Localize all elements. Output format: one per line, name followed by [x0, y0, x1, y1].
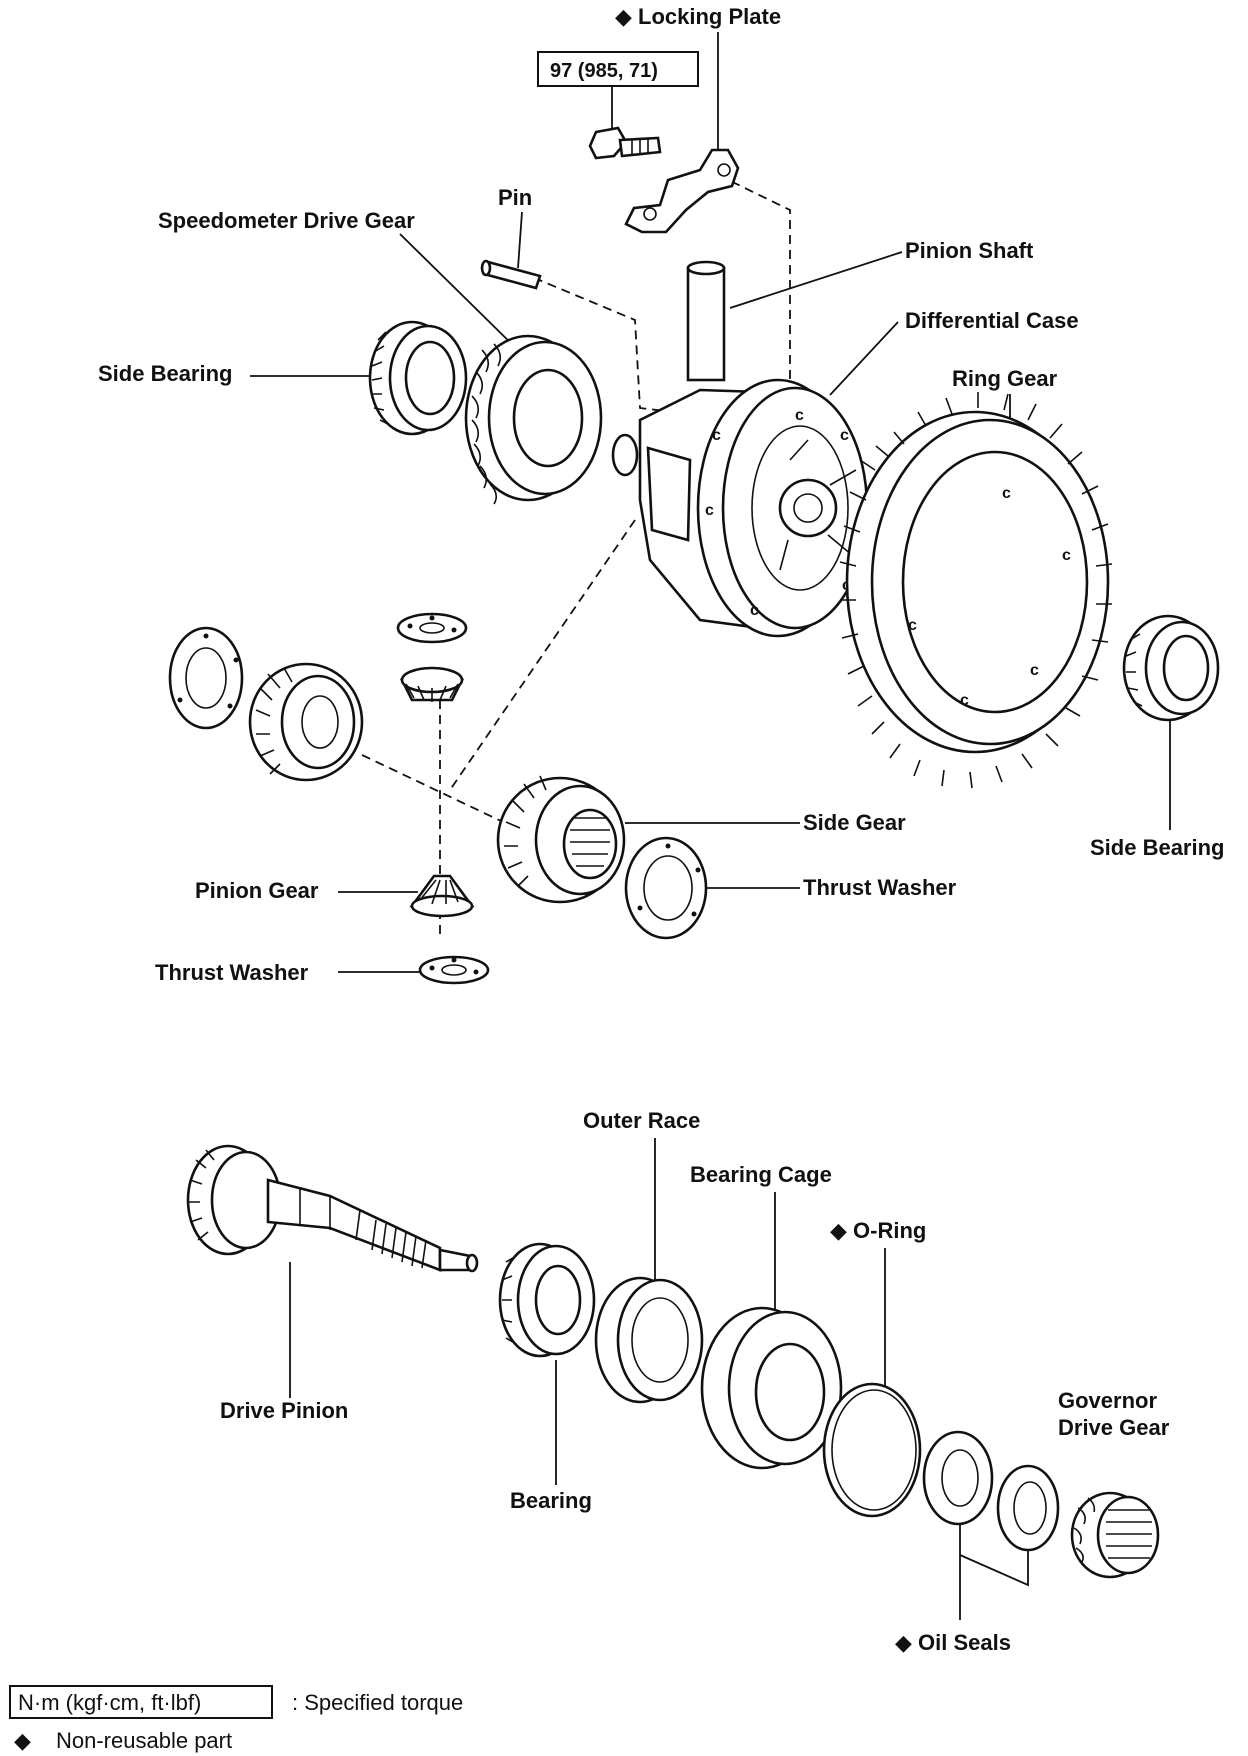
svg-text:c: c [1002, 485, 1011, 502]
label-bearing: Bearing [510, 1488, 592, 1513]
svg-text:c: c [908, 617, 917, 634]
bearing-cage [700, 1306, 843, 1470]
label-bearing-cage: Bearing Cage [690, 1162, 832, 1187]
o-ring [822, 1382, 922, 1518]
label-governor: Governor [1058, 1388, 1157, 1413]
svg-text:c: c [840, 427, 849, 444]
label-outer-race: Outer Race [583, 1108, 700, 1133]
thrust-washer-bottom [418, 955, 490, 985]
label-side-bearing-right: Side Bearing [1090, 835, 1224, 860]
pinion-gear-bottom [409, 874, 475, 918]
thrust-washer-top [396, 612, 468, 644]
side-gear-right [496, 775, 626, 904]
bolt [588, 126, 662, 160]
label-drive-gear: Drive Gear [1058, 1415, 1170, 1440]
svg-text:c: c [1062, 547, 1071, 564]
pinion-gear-top [399, 666, 465, 702]
legend: N·m (kgf·cm, ft·lbf) : Specified torque … [9, 1685, 463, 1753]
oil-seal-2 [996, 1464, 1060, 1552]
torque-box [537, 51, 699, 87]
drive-pinion [186, 1144, 479, 1273]
side-gear-left [248, 662, 364, 782]
bearing [498, 1242, 596, 1358]
svg-text:c: c [960, 692, 969, 709]
label-side-gear: Side Gear [803, 810, 906, 835]
pinion-shaft [686, 260, 726, 382]
label-oil-seals: ◆ Oil Seals [895, 1630, 1011, 1655]
label-torque-value: 97 (985, 71) [550, 60, 658, 82]
svg-text:c: c [750, 602, 759, 619]
legend-nonreusable-desc: Non-reusable part [56, 1728, 232, 1753]
speedometer-drive-gear [464, 334, 603, 505]
svg-text:c: c [705, 502, 714, 519]
pin [480, 259, 542, 290]
leader-lines [250, 32, 1171, 1620]
label-thrust-washer-right: Thrust Washer [803, 875, 957, 900]
locking-plate [624, 148, 740, 234]
label-o-ring: ◆ O-Ring [830, 1218, 926, 1243]
legend-nonreusable-symbol: ◆ [14, 1728, 31, 1753]
label-locking-plate: ◆ Locking Plate [615, 4, 781, 29]
label-drive-pinion: Drive Pinion [220, 1398, 348, 1423]
side-bearing-right [1122, 614, 1220, 722]
ring-gear: c c c c c [839, 392, 1113, 789]
oil-seal-1 [922, 1430, 994, 1526]
svg-text:c: c [1030, 662, 1039, 679]
thrust-washer-side-left [168, 626, 244, 730]
outer-race [594, 1276, 704, 1404]
legend-torque-box-text: N·m (kgf·cm, ft·lbf) [18, 1690, 201, 1715]
label-pin: Pin [498, 185, 532, 210]
label-side-bearing-left: Side Bearing [98, 361, 232, 386]
differential-case: c c c c c c c [611, 378, 869, 638]
side-bearing-left [368, 320, 468, 436]
label-pinion-shaft: Pinion Shaft [905, 238, 1034, 263]
governor-drive-gear [1070, 1491, 1160, 1579]
label-pinion-gear: Pinion Gear [195, 878, 319, 903]
thrust-washer-side-right [624, 836, 708, 940]
legend-torque-desc: : Specified torque [292, 1690, 463, 1715]
label-differential-case: Differential Case [905, 308, 1079, 333]
label-speedometer-drive-gear: Speedometer Drive Gear [158, 208, 415, 233]
legend-torque-box [9, 1685, 273, 1719]
svg-text:c: c [795, 407, 804, 424]
label-thrust-washer-left: Thrust Washer [155, 960, 309, 985]
label-ring-gear: Ring Gear [952, 366, 1058, 391]
svg-text:c: c [712, 427, 721, 444]
